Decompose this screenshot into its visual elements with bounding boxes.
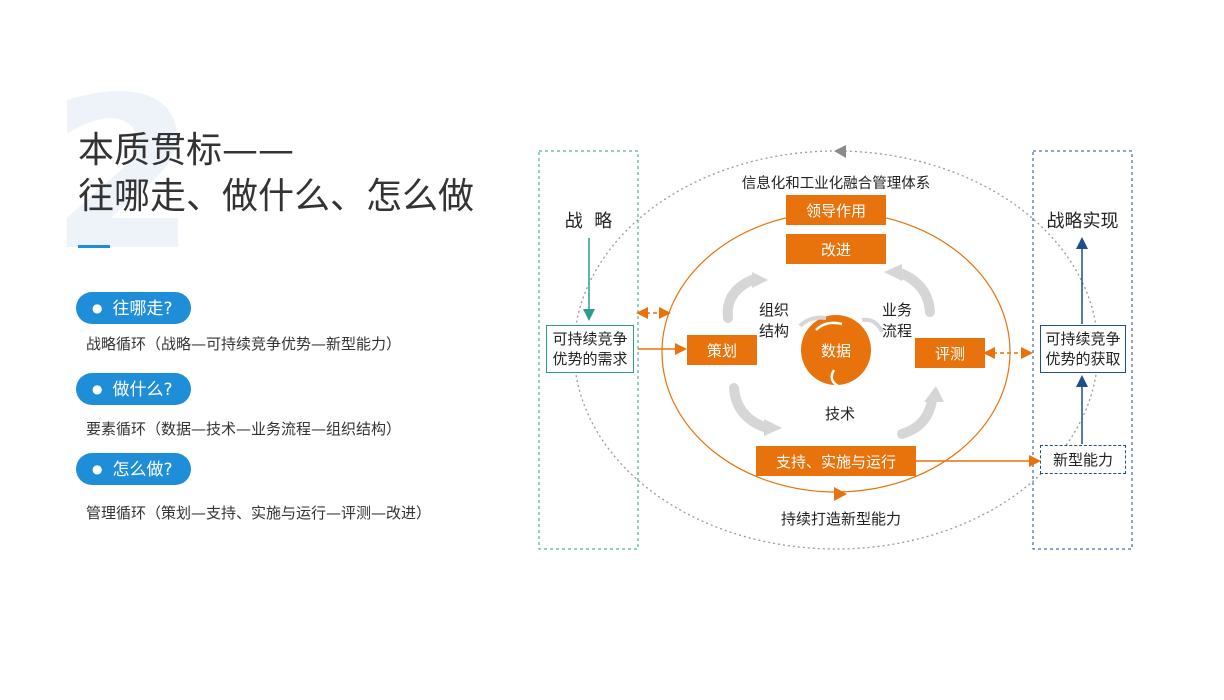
data-label: 数据 — [820, 342, 851, 360]
section-desc-where: 战略循环（战略—可持续竞争优势—新型能力） — [86, 335, 402, 353]
cycle-arrow-head-icon — [884, 264, 902, 281]
page-title-line2: 往哪走、做什么、怎么做 — [78, 176, 475, 217]
section-pill-label: 做什么? — [112, 380, 173, 400]
section-pill-how: ● 怎么做? — [76, 453, 191, 485]
cycle-arrow-head-icon — [924, 386, 944, 402]
page-title-line1: 本质贯标—— — [78, 130, 295, 171]
background-numeral: 2 — [50, 52, 197, 297]
plan-box: 策划 — [687, 335, 757, 365]
support-box: 支持、实施与运行 — [756, 446, 916, 476]
technology-label: 技术 — [824, 405, 855, 423]
new-capability-box: 新型能力 — [1040, 445, 1126, 474]
management-cycle-arrow-icon — [834, 487, 847, 501]
system-label: 信息化和工业化融合管理体系 — [741, 176, 931, 192]
data-circle — [801, 315, 871, 385]
strategy-title: 战 略 — [564, 211, 613, 232]
cycle-arrow-head-icon — [764, 419, 782, 436]
advantage-acquired-box: 可持续竞争 优势的获取 — [1040, 325, 1126, 373]
cycle-arrow-head-icon — [752, 272, 768, 288]
left-strategy-panel — [538, 150, 639, 550]
org-structure-line: 结构 — [758, 322, 789, 340]
section-pill-label: 往哪走? — [112, 299, 173, 319]
bullet-dot-icon: ● — [92, 462, 103, 476]
section-pill-where: ● 往哪走? — [76, 292, 191, 324]
section-pill-what: ● 做什么? — [76, 373, 191, 405]
element-cycle-arrows — [722, 268, 937, 439]
improve-box: 改进 — [786, 234, 886, 264]
org-structure-label: 组织 结构 — [754, 300, 794, 342]
leadership-box: 领导作用 — [786, 195, 886, 225]
right-realization-panel — [1032, 150, 1133, 550]
section-desc-how: 管理循环（策划—支持、实施与运行—评测—改进） — [86, 504, 432, 522]
advantage-demand-box: 可持续竞争 优势的需求 — [546, 325, 634, 373]
bullet-dot-icon: ● — [92, 382, 103, 396]
inner-white-arrow-icon — [830, 369, 839, 388]
gray-small-arrow-icon — [861, 317, 884, 333]
title-underline — [78, 245, 110, 248]
section-pill-label: 怎么做? — [112, 460, 173, 480]
advantage-demand-line: 优势的需求 — [552, 350, 628, 368]
gray-small-arrow-icon — [798, 315, 827, 328]
advantage-demand-line: 可持续竞争 — [552, 330, 628, 348]
section-desc-what: 要素循环（数据—技术—业务流程—组织结构） — [86, 420, 402, 438]
org-structure-line: 组织 — [758, 301, 789, 319]
business-process-line: 业务 — [881, 301, 912, 319]
evaluate-box: 评测 — [915, 338, 985, 368]
inner-white-arrow-icon — [815, 321, 843, 331]
advantage-acquired-line: 优势的获取 — [1045, 350, 1121, 368]
strategy-realization-title: 战略实现 — [1046, 211, 1119, 232]
bullet-dot-icon: ● — [92, 301, 103, 315]
advantage-acquired-line: 可持续竞争 — [1045, 330, 1121, 348]
business-process-label: 业务 流程 — [877, 300, 917, 342]
page-title: 本质贯标—— 往哪走、做什么、怎么做 — [78, 128, 474, 220]
outer-cycle-arrow-icon — [834, 145, 846, 158]
new-capability-build-label: 持续打造新型能力 — [780, 510, 901, 528]
business-process-line: 流程 — [881, 322, 912, 340]
